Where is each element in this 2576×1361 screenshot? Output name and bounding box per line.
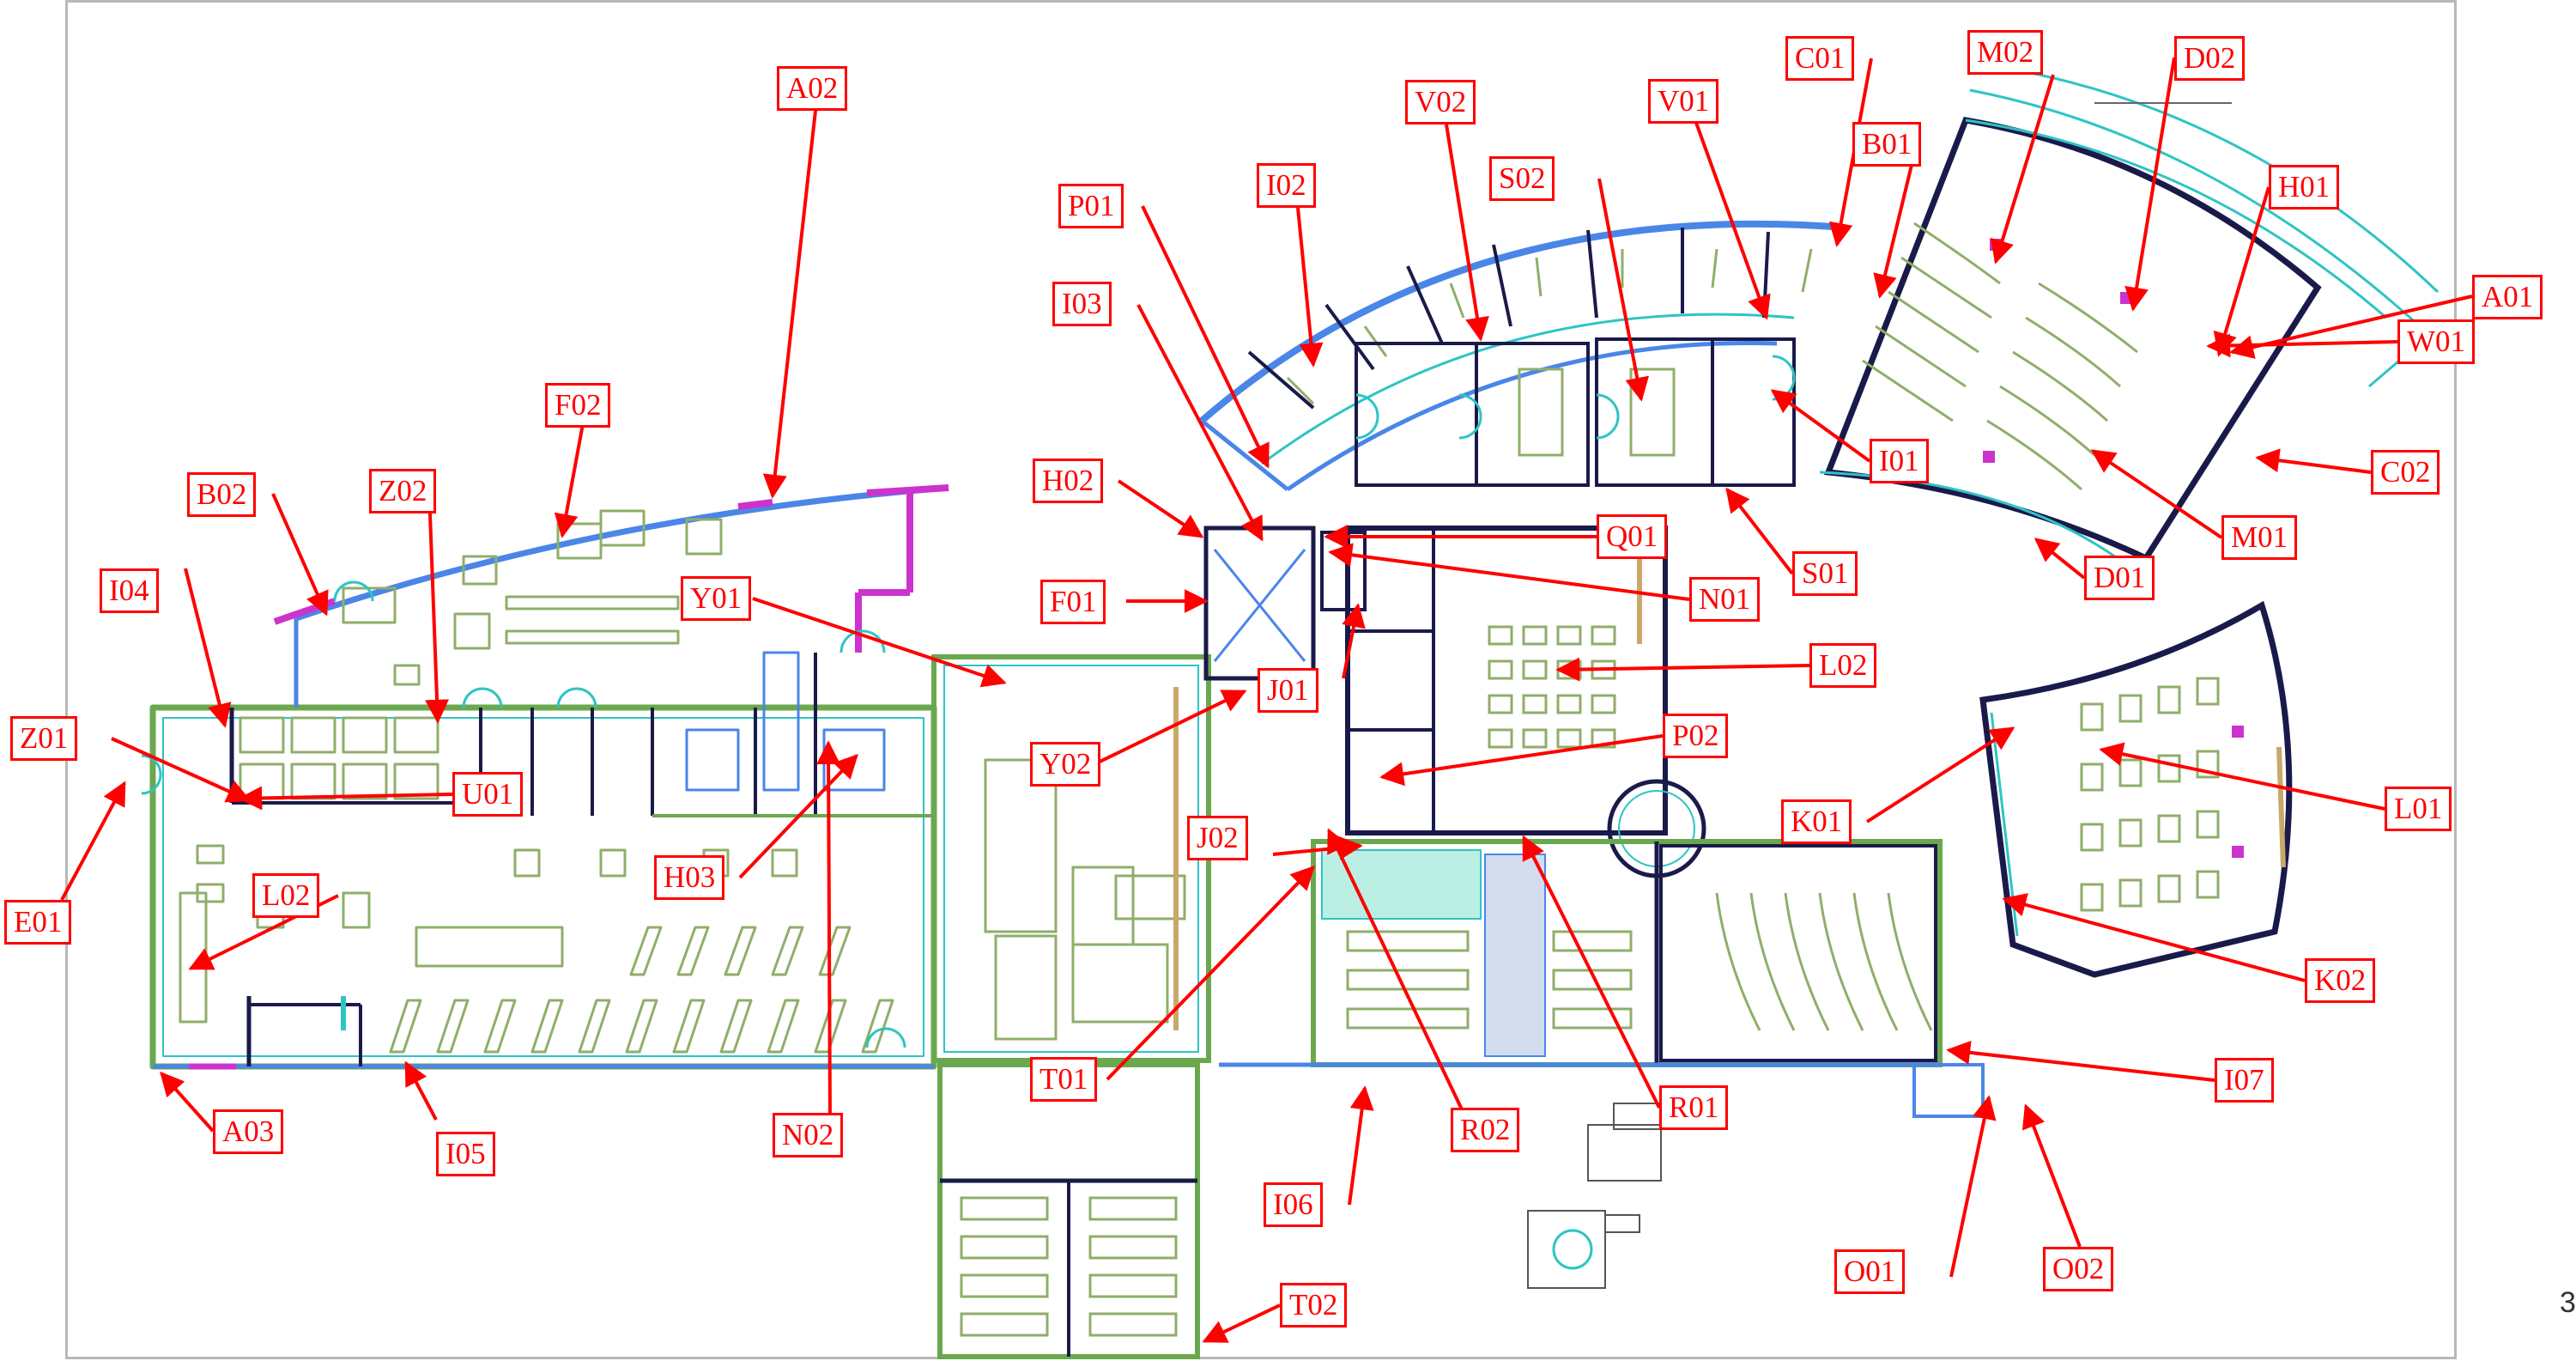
callout-label: L02 — [1809, 643, 1877, 688]
callout-label: A03 — [213, 1109, 284, 1154]
callout-label: B02 — [187, 472, 257, 517]
left-wing — [141, 484, 949, 1070]
callout-label: C02 — [2371, 450, 2440, 495]
callout-label: P02 — [1663, 714, 1729, 758]
callout-label: P01 — [1058, 184, 1124, 228]
callout-label: K01 — [1781, 799, 1852, 844]
callout-label: Q01 — [1597, 514, 1668, 559]
callout-label: B01 — [1852, 122, 1922, 167]
site-fragments — [1527, 1103, 1666, 1289]
callout-label: L02 — [252, 873, 320, 918]
callout-label: H03 — [654, 855, 725, 900]
callout-label: I07 — [2215, 1058, 2274, 1103]
callout-label: Z01 — [10, 716, 78, 761]
callout-label: I01 — [1870, 439, 1929, 483]
callout-label: D01 — [2084, 556, 2155, 600]
callout-label: M02 — [1967, 30, 2044, 75]
callout-label: Y01 — [681, 576, 752, 621]
callout-label: K02 — [2305, 958, 2376, 1003]
callout-label: Z02 — [369, 469, 437, 513]
callout-label: I04 — [100, 568, 159, 613]
callout-label: I02 — [1257, 163, 1316, 208]
callout-label: S01 — [1792, 551, 1858, 596]
callout-label: L01 — [2385, 787, 2452, 831]
callout-label: V02 — [1405, 80, 1476, 125]
core-and-classrooms — [1203, 526, 1985, 1118]
callout-label: W01 — [2397, 319, 2476, 364]
callout-label: E01 — [4, 900, 72, 945]
upper-curved-wing — [1199, 220, 1846, 492]
callout-label: F02 — [545, 383, 611, 428]
callout-label: O02 — [2043, 1247, 2114, 1291]
callout-label: Y02 — [1030, 742, 1101, 787]
callout-arrows — [60, 57, 2473, 1343]
callout-label: I03 — [1052, 282, 1112, 326]
callout-label: C01 — [1785, 36, 1855, 81]
callout-label: J01 — [1258, 668, 1318, 713]
callout-label: U01 — [452, 772, 524, 817]
callout-label: H01 — [2269, 165, 2340, 210]
callout-label: R01 — [1659, 1085, 1729, 1130]
callout-label: A02 — [777, 66, 848, 111]
callout-label: S02 — [1489, 156, 1555, 201]
callout-label: N01 — [1689, 577, 1761, 622]
callout-label: J02 — [1187, 816, 1248, 860]
callout-label: M01 — [2221, 515, 2298, 560]
callout-label: H02 — [1033, 459, 1104, 503]
callout-label: N02 — [773, 1113, 844, 1157]
callout-label: V01 — [1648, 79, 1719, 124]
callout-label: I06 — [1264, 1182, 1323, 1227]
callout-label: F01 — [1040, 580, 1106, 624]
callout-label: R02 — [1451, 1108, 1520, 1152]
page-edge-glyph: 3 — [2560, 1286, 2576, 1319]
callout-label: O01 — [1834, 1249, 1906, 1294]
callout-label: T02 — [1280, 1283, 1348, 1328]
callout-label: D02 — [2174, 36, 2246, 81]
callout-label: I05 — [436, 1132, 495, 1176]
lecture-hall — [1979, 600, 2293, 978]
callout-label: A01 — [2472, 275, 2543, 319]
callout-label: T01 — [1030, 1057, 1098, 1102]
